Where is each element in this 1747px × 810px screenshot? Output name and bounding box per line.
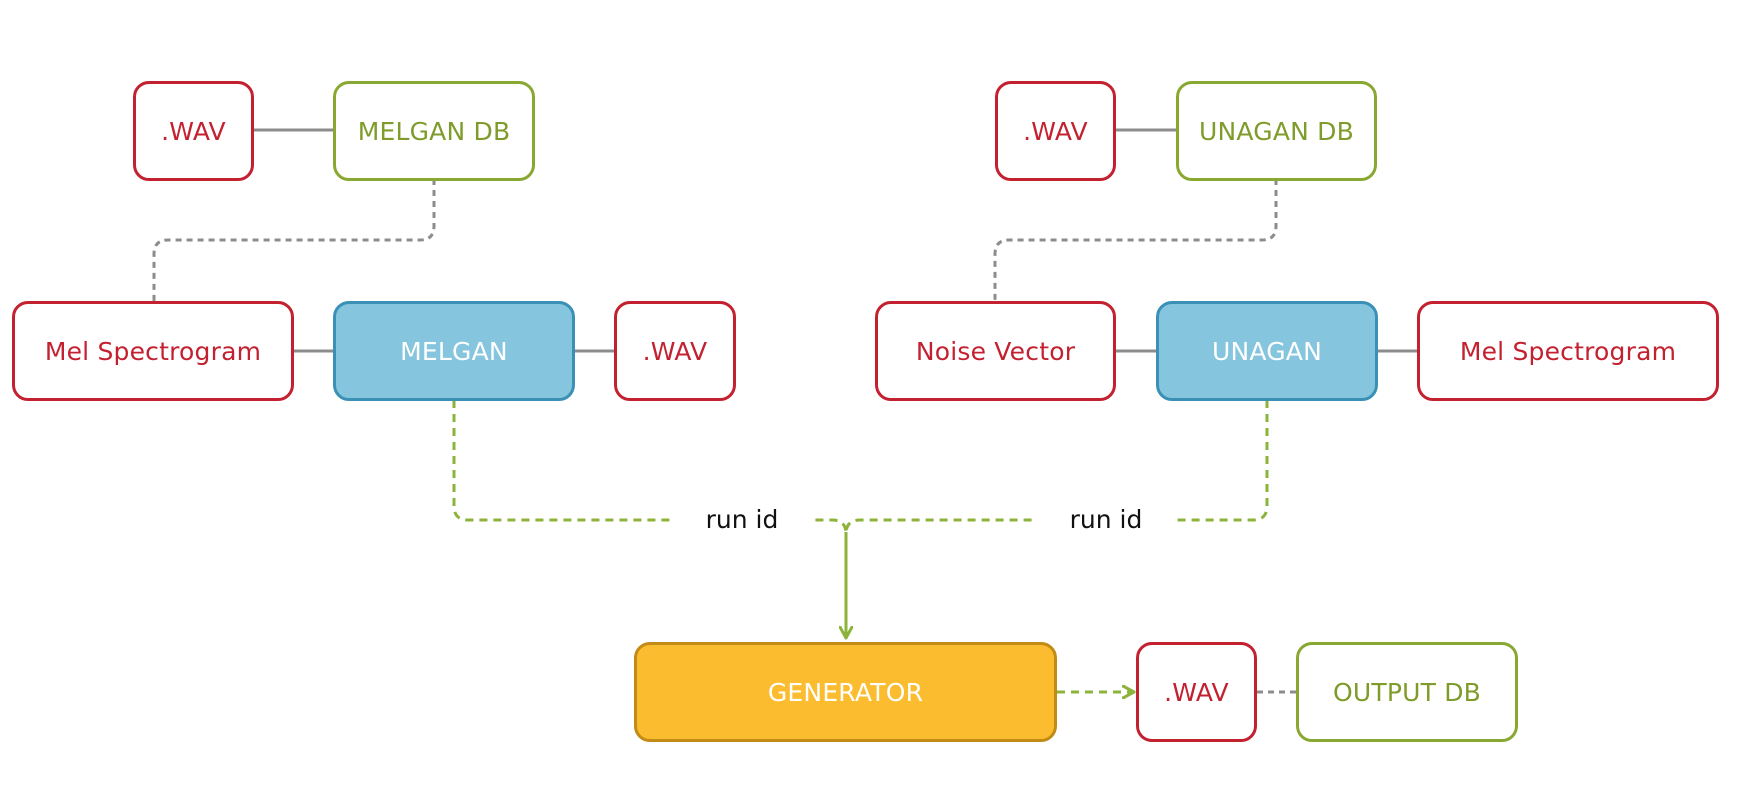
flow-unagan-to-generator xyxy=(844,400,1269,535)
melgan-input-wav-node: .WAV xyxy=(133,81,254,181)
flow-melgan-to-generator xyxy=(452,400,848,535)
output-db-node: OUTPUT DB xyxy=(1296,642,1518,742)
unagan-input-wav-node: .WAV xyxy=(995,81,1116,181)
link-unagan-db-to-noise xyxy=(993,179,1278,302)
run-id-label-left: run id xyxy=(673,500,811,540)
melgan-mel-spectrogram-node: Mel Spectrogram xyxy=(12,301,294,401)
melgan-output-wav-node: .WAV xyxy=(614,301,736,401)
unagan-model-node: UNAGAN xyxy=(1156,301,1378,401)
link-melgan-db-to-melspec xyxy=(152,179,436,302)
melgan-model-node: MELGAN xyxy=(333,301,575,401)
unagan-mel-spectrogram-node: Mel Spectrogram xyxy=(1417,301,1719,401)
unagan-db-node: UNAGAN DB xyxy=(1176,81,1377,181)
generator-node: GENERATOR xyxy=(634,642,1057,742)
run-id-label-right: run id xyxy=(1037,500,1175,540)
unagan-noise-vector-node: Noise Vector xyxy=(875,301,1116,401)
generator-output-wav-node: .WAV xyxy=(1136,642,1257,742)
melgan-db-node: MELGAN DB xyxy=(333,81,535,181)
